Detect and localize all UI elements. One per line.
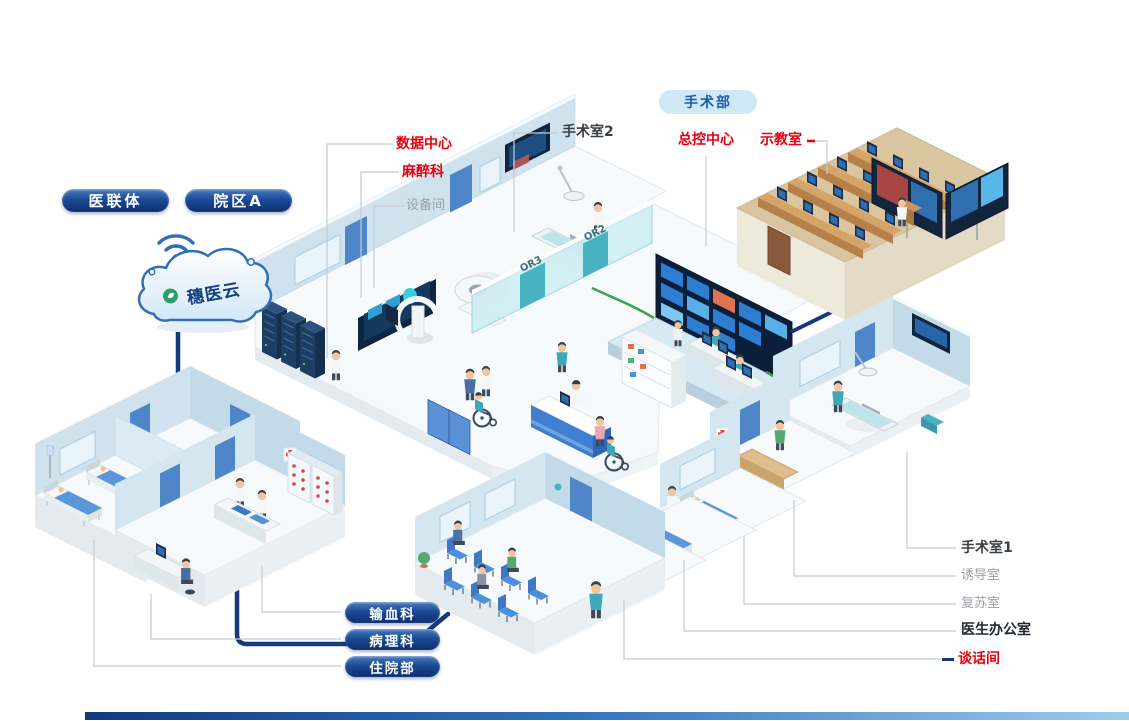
entrance-double-door [427, 398, 471, 456]
badge-pathology: 病理科 [345, 629, 440, 650]
or1-wall-screen [912, 313, 950, 354]
label-equipment-room: 设备间 [406, 198, 446, 213]
door [160, 463, 180, 508]
or2-door [583, 231, 608, 278]
label-demo-room: 示教室 [760, 132, 802, 148]
wall-top-rail [893, 296, 970, 337]
exam-table [736, 448, 800, 491]
or2-wall-screen [505, 122, 550, 173]
label-recovery-room: 复苏室 [961, 596, 1001, 611]
label-operating-room-1: 手术室1 [961, 540, 1013, 556]
wall-device [554, 483, 562, 491]
or3-door [520, 262, 545, 309]
medicine-shelf [621, 330, 686, 409]
window [479, 155, 501, 194]
server-rack [299, 319, 326, 380]
label-data-center: 数据中心 [396, 136, 452, 152]
window [294, 233, 341, 286]
window [59, 430, 96, 476]
iv-stand [46, 445, 54, 478]
network-line-green [591, 286, 655, 320]
label-induction-room: 诱导室 [961, 568, 1001, 583]
badge-medical-alliance: 医联体 [62, 189, 169, 212]
blood-bank-cabinet [311, 461, 342, 516]
or1-room [771, 296, 972, 458]
main-or-building: OR3 OR2 [254, 93, 807, 499]
cloud-shadow [157, 321, 249, 333]
classroom-slab-face [737, 208, 845, 320]
talk-room-text: 谈话间 [958, 651, 1000, 667]
label-operating-room-2: 手术室2 [562, 124, 614, 140]
wall-top-rail [255, 94, 575, 262]
cloud-group: 穗医云 [137, 234, 273, 333]
window [484, 478, 516, 521]
control-desks [686, 326, 768, 401]
surgical-light [854, 351, 878, 377]
badge-inpatient: 住院部 [345, 656, 440, 677]
classroom-door [767, 225, 791, 276]
lab-nw-wall [115, 414, 255, 530]
door [855, 322, 875, 367]
or1-slab-face [850, 386, 970, 458]
bottom-accent-bar [85, 712, 1129, 720]
waiting-area [413, 452, 667, 655]
door [450, 164, 472, 213]
door [215, 436, 235, 480]
talk-room-dash [942, 657, 954, 661]
badge-campus-a: 院区A [185, 189, 292, 212]
waiting-ne-wall [545, 452, 665, 558]
equipment-cart [921, 414, 944, 434]
label-talk-room: 谈话间 [942, 651, 1000, 668]
door [570, 476, 592, 522]
lab-workstation [132, 543, 195, 595]
classroom-building [735, 127, 1009, 320]
window [679, 447, 716, 491]
door [740, 400, 760, 445]
badge-surgery-department: 手术部 [659, 90, 757, 114]
cloud-dot [247, 258, 255, 266]
leader-lines [93, 132, 956, 667]
plant [418, 552, 430, 568]
classroom-screens [871, 157, 1009, 240]
surgical-light [557, 165, 585, 201]
window [799, 339, 841, 388]
label-doctor-office: 医生办公室 [961, 622, 1031, 638]
label-control-center: 总控中心 [678, 132, 734, 148]
lab-slab-face [205, 505, 345, 607]
main-slab-face [255, 347, 492, 479]
badge-blood-bank: 输血科 [345, 602, 440, 623]
control-center-room [606, 253, 846, 438]
c-arm-machine [386, 296, 440, 344]
pathology-lab-bench [212, 497, 282, 544]
ward-building [33, 366, 347, 607]
label-anesthesia: 麻醉科 [402, 164, 444, 180]
cloud-dot [148, 268, 156, 276]
